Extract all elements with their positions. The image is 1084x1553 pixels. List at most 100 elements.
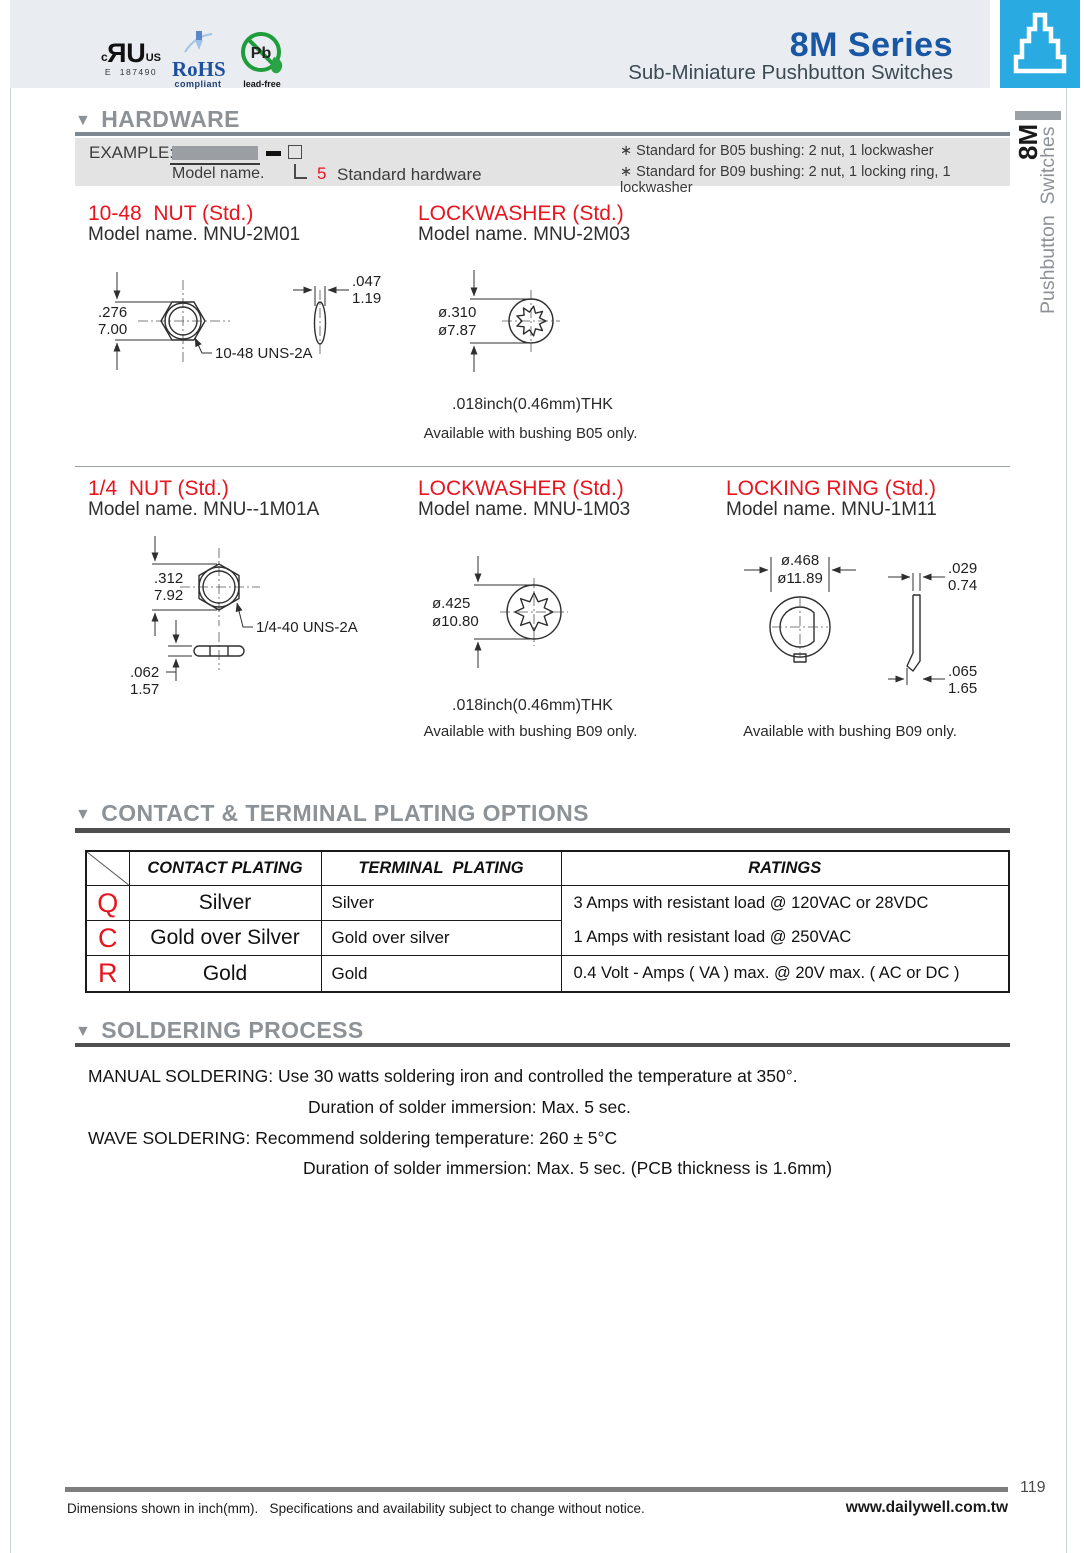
contact-plating-c: Gold over Silver <box>128 920 322 956</box>
page-number: 119 <box>1020 1479 1046 1496</box>
plating-section-title: CONTACT & TERMINAL PLATING OPTIONS <box>101 800 589 826</box>
ul-mark-letters: RU <box>108 38 146 68</box>
rohs-subtitle: compliant <box>174 79 222 89</box>
terminal-plating-q: Silver <box>320 884 562 922</box>
hardware-digit-box <box>288 145 302 159</box>
rating-r: 0.4 Volt - Amps ( VA ) max. @ 20V max. (… <box>560 954 1010 993</box>
example-label: EXAMPLE: <box>89 143 175 162</box>
ul-us-mark: US <box>145 52 161 64</box>
thread-spec-label: 1/4-40 UNS-2A <box>256 619 358 636</box>
model-name-placeholder <box>172 146 258 160</box>
dim-label: ø.468 <box>781 552 819 569</box>
triangle-bullet-icon: ▼ <box>75 1023 92 1040</box>
rohs-title: RoHS <box>172 57 226 81</box>
dim-label: 1.57 <box>130 681 159 698</box>
availability-note: Available with bushing B05 only. <box>423 425 638 442</box>
soldering-section-title: SOLDERING PROCESS <box>101 1017 364 1043</box>
hardware-section-heading: ▼ HARDWARE <box>75 106 1010 133</box>
model-name-underline <box>170 163 260 165</box>
rohs-logo: RoHS compliant <box>172 30 226 89</box>
item-title-quarter-nut: 1/4 NUT (Std.) <box>88 477 229 500</box>
header-band <box>10 0 990 88</box>
table-row: Q Silver Silver 3 Amps with resistant lo… <box>85 884 1010 956</box>
item-title-lockwasher-b09: LOCKWASHER (Std.) <box>418 477 624 500</box>
dim-label: ø10.80 <box>432 613 479 630</box>
terminal-plating-r: Gold <box>320 954 562 993</box>
code-r: R <box>85 954 130 993</box>
lockwasher-b05-diagram: ø.310 ø7.87 <box>438 270 560 372</box>
triangle-bullet-icon: ▼ <box>75 806 92 823</box>
code-c: C <box>85 920 130 956</box>
table-row: C Gold over Silver Gold over silver <box>85 920 1009 956</box>
series-tab-box <box>1000 0 1080 88</box>
dim-label: .312 <box>154 570 183 587</box>
locking-ring-diagram: ø.468 ø11.89 .029 0.74 .065 1.65 <box>744 552 977 697</box>
bracket-line <box>294 177 307 179</box>
rating-q: 3 Amps with resistant load @ 120VAC or 2… <box>573 893 929 912</box>
soldering-line-manual: MANUAL SOLDERING: Use 30 watts soldering… <box>88 1066 798 1086</box>
availability-note: Available with bushing B09 only. <box>423 723 638 740</box>
dim-label: .047 <box>352 273 381 290</box>
bushing-note-b09: ∗ Standard for B09 bushing: 2 nut, 1 loc… <box>620 164 951 196</box>
item-model-lockwasher-b05: Model name. MNU-2M03 <box>418 224 631 245</box>
left-page-edge <box>10 88 11 1553</box>
contact-plating-r: Gold <box>128 954 322 993</box>
diagonal-line <box>87 852 129 885</box>
soldering-line-wave-duration: Duration of solder immersion: Max. 5 sec… <box>303 1158 833 1178</box>
soldering-heading-rule <box>75 1043 1010 1047</box>
item-model-1048-nut: Model name. MNU-2M01 <box>88 224 301 245</box>
page-subtitle: Sub-Miniature Pushbutton Switches <box>628 61 953 84</box>
triangle-bullet-icon: ▼ <box>75 112 92 129</box>
model-name-caption: Model name. <box>172 165 265 182</box>
dim-label: ø.425 <box>432 595 470 612</box>
contact-plating-q: Silver <box>128 884 322 922</box>
pb-symbol: Pb <box>251 45 272 62</box>
hardware-digit: 5 <box>317 164 327 183</box>
table-row: R Gold Gold 0.4 Volt - Amps ( VA ) max. … <box>85 954 1010 993</box>
table-corner-cell <box>85 850 130 886</box>
hardware-row-divider <box>75 466 1010 467</box>
item-title-locking-ring: LOCKING RING (Std.) <box>726 477 937 500</box>
item-model-quarter-nut: Model name. MNU--1M01A <box>88 499 320 520</box>
item-model-lockwasher-b09: Model name. MNU-1M03 <box>418 499 631 520</box>
pb-free-logo: Pb lead-free <box>238 30 286 89</box>
dim-label: ø.310 <box>438 304 476 321</box>
dim-label: 7.00 <box>98 321 127 338</box>
code-q: Q <box>85 884 130 922</box>
item-model-locking-ring: Model name. MNU-1M11 <box>726 499 937 520</box>
dim-label: ø7.87 <box>438 322 476 339</box>
hardware-digit-label: Standard hardware <box>337 165 482 184</box>
plating-section-heading: ▼ CONTACT & TERMINAL PLATING OPTIONS <box>75 800 1010 827</box>
dim-label: .065 <box>948 663 977 680</box>
pb-free-icon: Pb <box>241 32 283 74</box>
ul-file-number: E 187490 <box>104 67 158 77</box>
example-box: EXAMPLE: Model name. 5 Standard hardware… <box>75 138 1010 196</box>
soldering-line-wave: WAVE SOLDERING: Recommend soldering temp… <box>88 1128 618 1148</box>
column-header-contact-plating: CONTACT PLATING <box>128 850 322 886</box>
dim-label: 7.92 <box>154 587 183 604</box>
lockwasher-b09-diagram: ø.425 ø10.80 <box>432 556 568 668</box>
hardware-section-title: HARDWARE <box>101 106 240 132</box>
website-link[interactable]: www.dailywell.com.tw <box>845 1499 1008 1516</box>
thickness-note: .018inch(0.46mm)THK <box>452 697 613 714</box>
terminal-plating-c: Gold over silver <box>320 920 562 956</box>
ul-logo: c RU US E 187490 <box>96 38 166 77</box>
footer-rule <box>65 1487 1008 1492</box>
soldering-line-manual-duration: Duration of solder immersion: Max. 5 sec… <box>308 1097 631 1117</box>
column-header-terminal-plating: TERMINAL PLATING <box>320 850 562 886</box>
dim-label: 1.19 <box>352 290 381 307</box>
dim-label: .062 <box>130 664 159 681</box>
pb-free-label: lead-free <box>243 79 281 89</box>
bushing-note-b05: ∗ Standard for B05 bushing: 2 nut, 1 loc… <box>620 143 934 159</box>
plating-options-table: CONTACT PLATING TERMINAL PLATING RATINGS… <box>85 850 1010 994</box>
availability-note: Available with bushing B09 only. <box>743 723 957 740</box>
page-title: 8M Series <box>789 26 953 64</box>
ratings-qc-cell: 3 Amps with resistant load @ 120VAC or 2… <box>560 884 1010 956</box>
dim-label: .276 <box>98 304 127 321</box>
right-page-edge <box>1066 88 1067 1553</box>
sidebar-tab-indicator <box>1015 111 1061 120</box>
thickness-note: .018inch(0.46mm)THK <box>452 396 613 413</box>
footer-disclaimer: Dimensions shown in inch(mm). Specificat… <box>67 1501 645 1516</box>
thread-spec-label: 10-48 UNS-2A <box>215 345 313 362</box>
